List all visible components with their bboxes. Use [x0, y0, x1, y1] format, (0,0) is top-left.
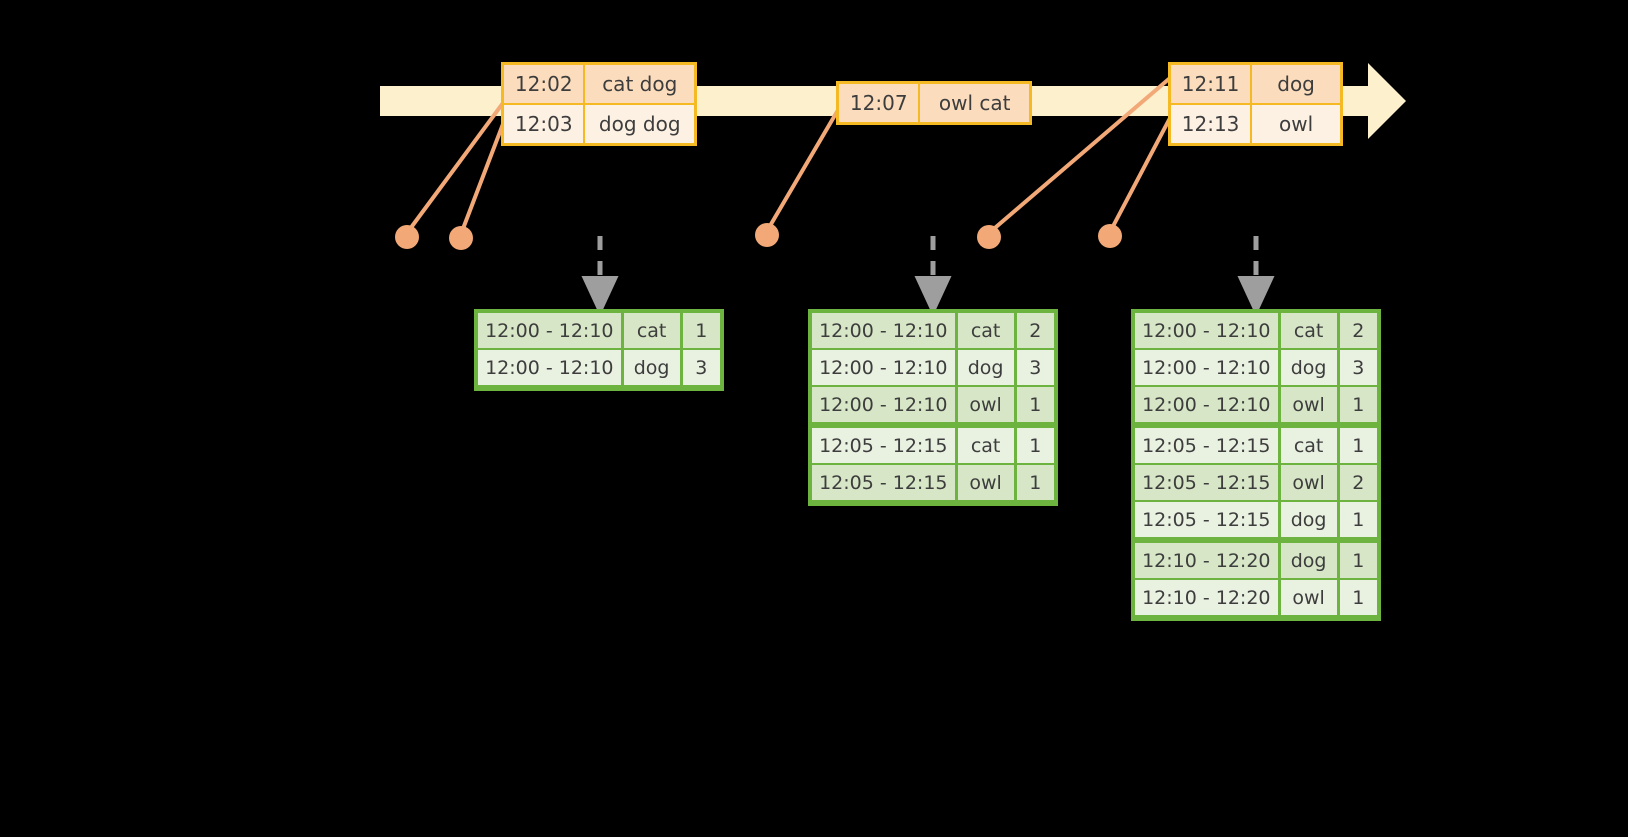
- window-cell: 12:00 - 12:10: [478, 313, 624, 350]
- event-time: 12:03: [504, 105, 586, 143]
- count-cell: 2: [1339, 313, 1377, 350]
- window-cell: 12:00 - 12:10: [478, 350, 624, 387]
- event-time: 12:13: [1171, 105, 1253, 143]
- word-cell: owl: [957, 465, 1017, 502]
- count-cell: 1: [1016, 428, 1054, 465]
- word-cell: cat: [957, 428, 1017, 465]
- event-row: 12:02 cat dog: [504, 65, 694, 103]
- count-cell: 2: [1339, 465, 1377, 502]
- window-cell: 12:10 - 12:20: [1135, 543, 1281, 580]
- word-cell: cat: [1280, 428, 1340, 465]
- word-cell: dog: [1280, 350, 1340, 387]
- event-dot-5: [1098, 224, 1122, 248]
- count-cell: 1: [1016, 465, 1054, 502]
- count-cell: 1: [682, 313, 720, 350]
- word-cell: dog: [1280, 502, 1340, 539]
- word-cell: dog: [1280, 543, 1340, 580]
- window-cell: 12:00 - 12:10: [812, 313, 958, 350]
- event-dot-2: [449, 226, 473, 250]
- word-cell: cat: [1280, 313, 1340, 350]
- count-cell: 3: [1339, 350, 1377, 387]
- event-time: 12:07: [839, 84, 921, 122]
- window-cell: 12:05 - 12:15: [812, 465, 958, 502]
- event-box-3: 12:11 dog 12:13 owl: [1168, 62, 1343, 146]
- count-cell: 1: [1016, 387, 1054, 424]
- count-cell: 2: [1016, 313, 1054, 350]
- count-cell: 1: [1339, 502, 1377, 539]
- count-cell: 1: [1339, 543, 1377, 580]
- window-cell: 12:05 - 12:15: [1135, 465, 1281, 502]
- count-cell: 1: [1339, 428, 1377, 465]
- count-cell: 1: [1339, 387, 1377, 424]
- event-row: 12:07 owl cat: [839, 84, 1029, 122]
- event-dot-3: [755, 223, 779, 247]
- window-cell: 12:00 - 12:10: [1135, 350, 1281, 387]
- word-cell: owl: [1280, 580, 1340, 617]
- word-cell: owl: [1280, 387, 1340, 424]
- event-time: 12:11: [1171, 65, 1253, 103]
- flow-arrows: [581, 236, 1275, 316]
- event-value: owl: [1252, 105, 1340, 143]
- event-dot-1: [395, 225, 419, 249]
- event-row: 12:13 owl: [1171, 103, 1340, 143]
- window-cell: 12:05 - 12:15: [1135, 502, 1281, 539]
- event-row: 12:03 dog dog: [504, 103, 694, 143]
- event-value: cat dog: [585, 65, 694, 103]
- window-cell: 12:05 - 12:15: [1135, 428, 1281, 465]
- word-cell: owl: [1280, 465, 1340, 502]
- event-dot-4: [977, 225, 1001, 249]
- event-time-axis-arrowhead: [1368, 63, 1406, 139]
- window-cell: 12:00 - 12:10: [812, 350, 958, 387]
- word-cell: dog: [623, 350, 683, 387]
- event-box-2: 12:07 owl cat: [836, 81, 1032, 125]
- event-time: 12:02: [504, 65, 586, 103]
- count-cell: 1: [1339, 580, 1377, 617]
- window-cell: 12:00 - 12:10: [1135, 313, 1281, 350]
- window-cell: 12:00 - 12:10: [1135, 387, 1281, 424]
- window-cell: 12:10 - 12:20: [1135, 580, 1281, 617]
- event-box-1: 12:02 cat dog 12:03 dog dog: [501, 62, 697, 146]
- window-cell: 12:00 - 12:10: [812, 387, 958, 424]
- word-cell: cat: [957, 313, 1017, 350]
- word-cell: owl: [957, 387, 1017, 424]
- event-value: owl cat: [920, 84, 1029, 122]
- event-value: dog: [1252, 65, 1340, 103]
- count-cell: 3: [682, 350, 720, 387]
- word-cell: cat: [623, 313, 683, 350]
- window-cell: 12:05 - 12:15: [812, 428, 958, 465]
- event-value: dog dog: [585, 105, 694, 143]
- event-row: 12:11 dog: [1171, 65, 1340, 103]
- count-cell: 3: [1016, 350, 1054, 387]
- word-cell: dog: [957, 350, 1017, 387]
